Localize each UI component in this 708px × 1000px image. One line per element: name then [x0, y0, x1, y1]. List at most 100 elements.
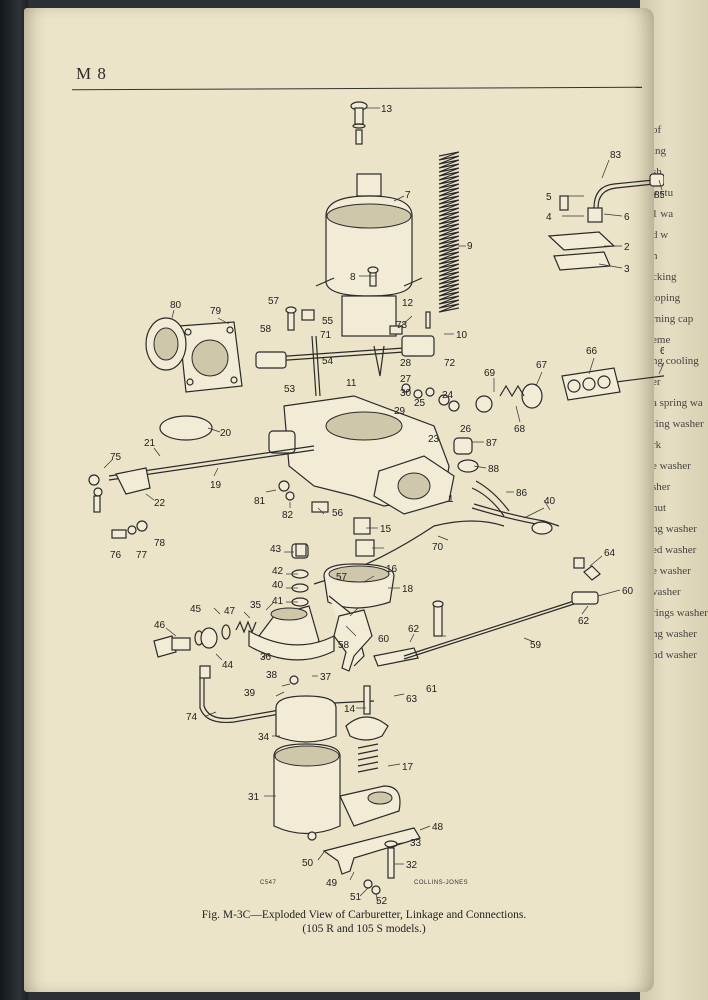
next-page-fragment: d w — [652, 229, 669, 241]
callout-41: 41 — [272, 596, 284, 607]
callout-24: 24 — [442, 390, 454, 401]
callout-20: 20 — [220, 428, 232, 439]
callout-27: 27 — [400, 374, 412, 385]
next-page-fragment: e washer — [652, 460, 691, 472]
callout-64: 64 — [604, 548, 616, 559]
float-chamber-part — [248, 605, 335, 661]
callout-26: 26 — [460, 424, 472, 435]
callout-81: 81 — [254, 496, 266, 507]
piston-chamber-part — [315, 173, 423, 337]
callout-70: 70 — [432, 542, 444, 553]
next-page-fragment: sh — [652, 166, 662, 178]
callout-23: 23 — [428, 434, 440, 445]
callout-62a: 62 — [408, 624, 420, 635]
callout-57b: 57 — [336, 572, 348, 583]
callout-63: 63 — [406, 694, 418, 705]
callout-78: 78 — [154, 538, 166, 549]
callout-30: 30 — [400, 388, 412, 399]
damper-needle-part — [350, 101, 368, 145]
callout-75: 75 — [110, 452, 122, 463]
callout-25: 25 — [414, 398, 426, 409]
callout-33: 33 — [410, 838, 422, 849]
throttle-spindle-part — [88, 445, 315, 513]
callout-36: 36 — [260, 652, 272, 663]
next-page-fragment: ng washer — [652, 523, 697, 535]
pipe-nut-part — [199, 665, 211, 679]
callout-38: 38 — [266, 670, 278, 681]
callout-50: 50 — [302, 858, 314, 869]
exploded-view-drawing: 13 7 9 8 10 12 73 5 4 6 2 3 83 85 84 65 … — [88, 101, 664, 906]
callout-37: 37 — [320, 672, 332, 683]
fuel-pipe-top-part — [547, 173, 664, 271]
callout-59: 59 — [530, 640, 542, 651]
callout-58a: 58 — [260, 324, 272, 335]
callout-76: 76 — [110, 550, 122, 561]
callout-12: 12 — [402, 298, 414, 309]
next-page-fragment: n — [652, 250, 658, 262]
callout-19: 19 — [210, 480, 222, 491]
throttle-rod-part — [403, 565, 601, 660]
next-page-fragment: y stu — [652, 187, 674, 199]
callout-9: 9 — [467, 241, 473, 252]
throttle-disc-part — [159, 415, 213, 441]
drawing-code: C547 — [260, 880, 277, 886]
callout-43: 43 — [270, 544, 282, 555]
interconnection-rod-part — [255, 335, 435, 397]
banjo-bolt-part — [153, 620, 257, 658]
book-spine — [0, 0, 28, 1000]
callout-2: 2 — [624, 242, 630, 253]
next-page-fragment: ing — [652, 145, 667, 157]
callout-39: 39 — [244, 688, 256, 699]
next-page-fragment: ng washer — [652, 628, 697, 640]
callout-48: 48 — [432, 822, 444, 833]
small-screws-part — [111, 266, 585, 685]
callout-44: 44 — [222, 660, 234, 671]
next-page-fragment: toping — [652, 292, 681, 304]
callout-22: 22 — [154, 498, 166, 509]
diaphragm-part — [345, 685, 389, 773]
next-page-fragment: nd washer — [652, 649, 697, 661]
next-page-fragment: rings washer — [652, 607, 708, 619]
artist-credit: COLLINS-JONES — [414, 880, 469, 886]
piston-spring-part — [438, 151, 460, 313]
callout-60a: 60 — [378, 634, 390, 645]
callout-68: 68 — [514, 424, 526, 435]
callout-28: 28 — [400, 358, 412, 369]
callout-65: 65 — [660, 346, 664, 357]
callout-32: 32 — [406, 860, 418, 871]
next-page-fragment: sher — [652, 481, 671, 493]
callout-77: 77 — [136, 550, 148, 561]
callout-58b: 58 — [338, 640, 350, 651]
callout-66: 66 — [586, 346, 598, 357]
callout-61: 61 — [426, 684, 438, 695]
page-header: M 8 — [76, 64, 107, 83]
callout-8: 8 — [350, 272, 356, 283]
callout-5: 5 — [546, 192, 552, 203]
callout-4: 4 — [546, 212, 552, 223]
figure-caption: Fig. M-3C—Exploded View of Carburetter, … — [114, 908, 614, 936]
float-bowl-lower-part — [273, 695, 401, 835]
callout-49: 49 — [326, 878, 338, 889]
callout-31: 31 — [248, 792, 260, 803]
callout-86: 86 — [516, 488, 528, 499]
callout-83: 83 — [610, 150, 622, 161]
flange-gasket-part — [145, 317, 243, 393]
caption-models: (105 R and 105 S models.) — [302, 923, 426, 935]
callout-11: 11 — [346, 378, 357, 389]
next-page-fragment: ed washer — [652, 544, 697, 556]
callout-18: 18 — [402, 584, 414, 595]
leader-lines — [103, 107, 664, 903]
callout-14: 14 — [344, 704, 356, 715]
callout-1: 1 — [448, 494, 454, 505]
callout-52: 52 — [376, 896, 388, 906]
callout-54: 54 — [322, 356, 334, 367]
mounting-bracket-part — [307, 827, 421, 895]
callout-42: 42 — [272, 566, 284, 577]
next-page-fragment: rning cap — [652, 313, 694, 325]
callout-67: 67 — [536, 360, 548, 371]
callout-16: 16 — [386, 564, 398, 575]
next-page-fragment: ring washer — [652, 418, 704, 430]
callout-46: 46 — [154, 620, 166, 631]
header-rule — [72, 86, 642, 91]
